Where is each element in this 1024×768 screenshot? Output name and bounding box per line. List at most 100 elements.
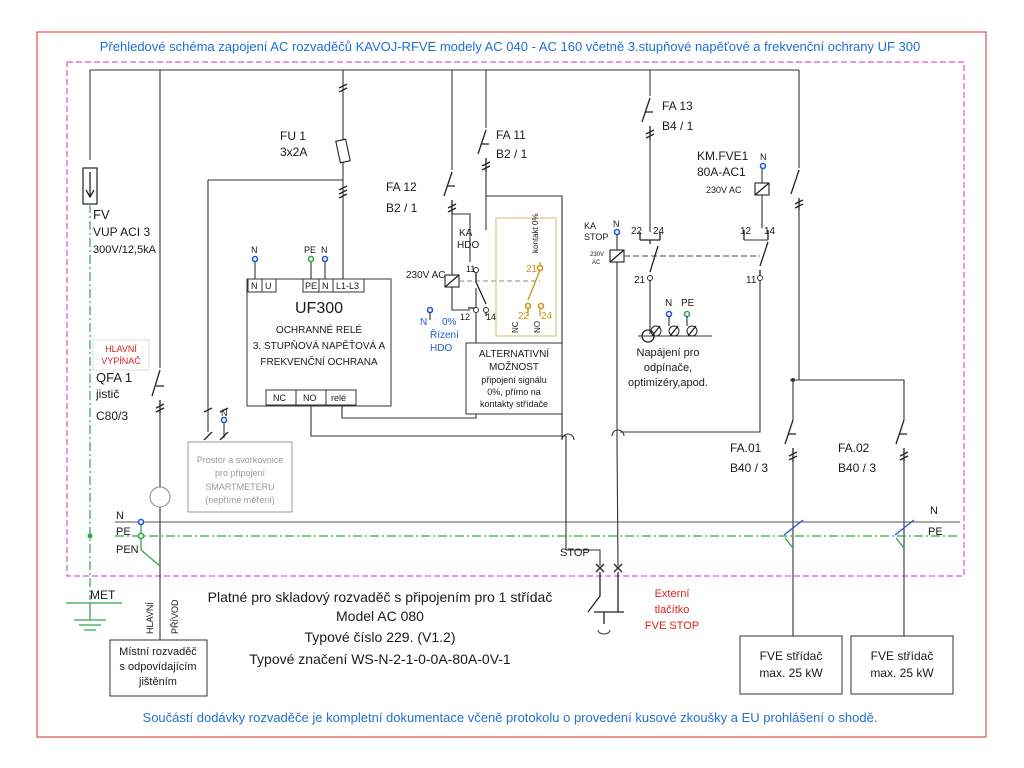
alt-nc: NC: [511, 321, 520, 333]
smartmeter-2: pro připojení: [215, 468, 266, 478]
kahdo-t14-dot: [483, 307, 489, 313]
kastop-line2: STOP: [584, 232, 608, 242]
hdo-n: N: [420, 317, 427, 328]
bus-n-right: N: [930, 505, 938, 517]
uf300-pe-dot: [307, 255, 315, 263]
hdo-n-dot: [426, 306, 434, 314]
inverter-2-line2: max. 25 kW: [870, 666, 934, 680]
kmfve1-n-dot: [759, 162, 767, 170]
napajeni-t1-c: [650, 325, 662, 337]
smartmeter-3: SMARTMETERU: [205, 482, 274, 492]
napajeni-t2: [669, 325, 679, 337]
alt-no: NO: [533, 321, 542, 333]
kmfve1-t14: 14: [764, 226, 776, 237]
fa02-pe-tap: [895, 537, 905, 549]
kmfve1-node: [791, 378, 795, 382]
smartmeter-n-dot: [220, 416, 228, 424]
napajeni-pe: PE: [681, 298, 695, 309]
fa12-rating: B2 / 1: [386, 201, 418, 215]
inverter-1-line2: max. 25 kW: [759, 666, 823, 680]
kahdo-t11-dot: [473, 267, 479, 273]
kahdo-line2: HDO: [457, 240, 479, 251]
model-info-2: Model AC 080: [336, 608, 424, 624]
stop-wire-a: [565, 436, 601, 566]
kmfve1-name: KM.FVE1: [697, 149, 749, 163]
externi-1: Externí: [655, 588, 690, 600]
stop-button-ground: [597, 629, 611, 635]
alt-t24-dot: [537, 302, 545, 310]
uf300-term-no-label: NO: [303, 393, 317, 403]
ct-circle: [149, 486, 171, 508]
kmfve1-t12: 12: [740, 226, 752, 237]
kahdo-coil: 230V AC: [406, 270, 445, 281]
fa11-rating: B2 / 1: [496, 147, 528, 161]
alt-info-5: kontakty střídače: [480, 399, 548, 409]
uf300-term-n2-label: N: [322, 281, 329, 291]
kahdo-coil-diag: [444, 274, 460, 288]
mistni-1: Místní rozvaděč: [119, 646, 197, 658]
uf300-no-wire: [310, 404, 566, 437]
kahdo-t14: 14: [486, 312, 496, 322]
kastop-contact-icon: [639, 232, 661, 282]
stop-terminal-b: [613, 563, 623, 573]
fv-rating: 300V/12,5kA: [93, 244, 157, 256]
inverter-2-box: [850, 635, 954, 695]
uf300-title: UF300: [295, 300, 343, 317]
kmfve1-t11-dot: [757, 275, 763, 281]
fa11-out: [485, 172, 563, 440]
uf300-term-rele: [325, 389, 357, 406]
fv-pe-node: [87, 533, 93, 539]
uf300-term-n-label: N: [251, 281, 258, 291]
fa13-switch-icon: [641, 97, 655, 140]
kahdo-coil-wire: [451, 228, 470, 311]
qfa1-name: QFA 1: [96, 370, 132, 385]
napajeni-n-dot: [665, 310, 673, 318]
fa11-name: FA 11: [496, 128, 526, 142]
kastop-n: N: [613, 219, 620, 229]
pe-bus-dot: [137, 532, 145, 540]
kastop-n-dot: [613, 228, 621, 236]
fa12-out: [451, 213, 471, 262]
model-info-3: Typové číslo 229. (V1.2): [305, 629, 456, 645]
smartmeter-switch: [203, 431, 229, 441]
napajeni-wires: [668, 316, 688, 326]
napajeni-t3-c: [686, 325, 698, 337]
alt-t21: 21: [526, 264, 538, 275]
fa13-rating: B4 / 1: [662, 119, 694, 133]
fv-arrow-icon: [85, 172, 95, 199]
smartmeter-ticks: [203, 407, 229, 413]
fu1-rating: 3x2A: [280, 145, 307, 159]
externi-3: FVE STOP: [645, 620, 699, 632]
inverter-2-line1: FVE střídač: [871, 649, 934, 663]
stop-label: STOP: [560, 547, 590, 559]
fa12-switch-icon: [443, 171, 457, 214]
kahdo-t12-dot: [473, 307, 479, 313]
qfa1-rating: C80/3: [96, 409, 128, 423]
bus-pe-left: PE: [116, 526, 131, 538]
ground-icon: [74, 619, 106, 631]
uf300-term-nc-label: NC: [273, 393, 286, 403]
model-info-1: Platné pro skladový rozvaděč s připojení…: [208, 589, 553, 605]
alt-info-2: MOŽNOST: [489, 360, 539, 373]
hlavni-vypinac-box: [92, 339, 150, 371]
smartmeter-box: [187, 441, 293, 513]
model-info-4: Typové značení WS-N-2-1-0-0A-80A-0V-1: [249, 651, 511, 667]
uf300-marker-pe: PE: [304, 245, 316, 255]
mistni-box: [109, 639, 208, 697]
alt-t22: 22: [518, 311, 530, 322]
napajeni-t2-c: [668, 325, 680, 337]
uf300-n2-dot: [321, 255, 329, 263]
kmfve1-t11: 11: [746, 275, 757, 286]
fa02-name: FA.02: [838, 441, 870, 455]
stop-terminal-a: [595, 563, 605, 573]
napajeni-t3: [687, 325, 697, 337]
fa02-rating: B40 / 3: [838, 461, 876, 475]
fa13-name: FA 13: [662, 99, 693, 113]
fu1-ticks: [338, 185, 348, 199]
kastop-t24: 24: [653, 226, 665, 237]
qfa1-switch-icon: [151, 369, 165, 414]
fa01-name: FA.01: [730, 441, 762, 455]
fu1-fuse-icon: [335, 138, 351, 164]
smartmeter-4: (nepřímé měření): [205, 495, 275, 505]
